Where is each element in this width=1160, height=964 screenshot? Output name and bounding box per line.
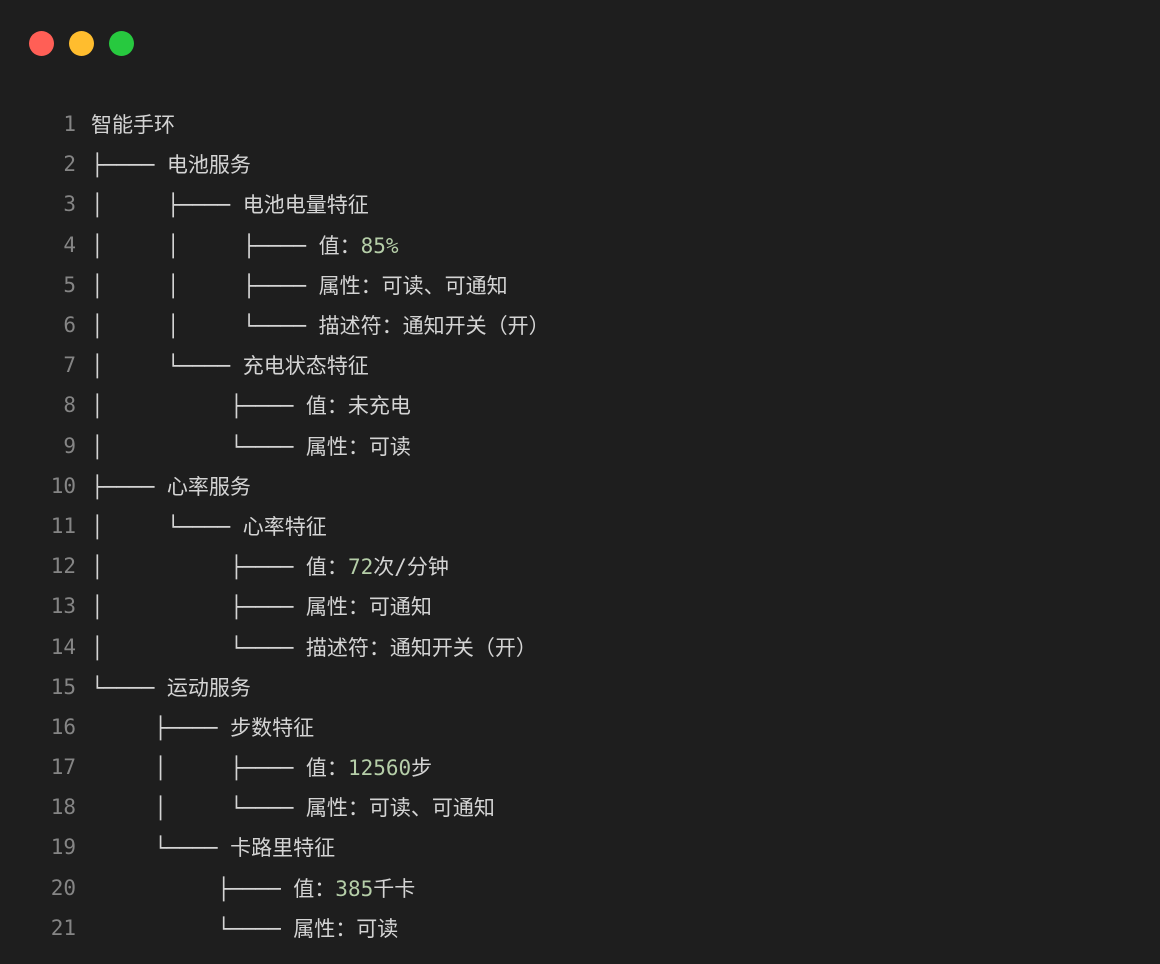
code-line: 13 │ ├──── 属性：可通知 bbox=[0, 586, 1160, 626]
line-text: │ ├──── 电池电量特征 bbox=[91, 193, 369, 218]
line-number: 20 bbox=[50, 875, 76, 900]
line-number: 12 bbox=[50, 554, 76, 579]
line-number: 8 bbox=[63, 393, 76, 418]
line-number: 9 bbox=[63, 433, 76, 458]
line-suffix: 步 bbox=[411, 756, 433, 781]
line-suffix: 次/分钟 bbox=[373, 555, 449, 580]
code-line: 16 ├──── 步数特征 bbox=[0, 707, 1160, 747]
code-line: 12│ ├──── 值：72次/分钟 bbox=[0, 546, 1160, 586]
line-text: └──── 属性：可读 bbox=[91, 916, 399, 941]
line-text: │ ├──── 值：未充电 bbox=[91, 394, 411, 419]
line-content: 智能手环 bbox=[76, 109, 175, 139]
line-text: ├──── 心率服务 bbox=[91, 474, 251, 499]
line-content: │ └──── 描述符：通知开关（开） bbox=[76, 632, 537, 662]
line-number: 1 bbox=[63, 112, 76, 137]
line-text: │ └──── 属性：可读、可通知 bbox=[91, 796, 495, 821]
code-line: 7 │ └──── 充电状态特征 bbox=[0, 345, 1160, 385]
line-text: ├──── 电池服务 bbox=[91, 153, 251, 178]
line-text: │ ├──── 值： bbox=[91, 756, 348, 781]
line-text: │ └──── 心率特征 bbox=[91, 514, 327, 539]
code-line: 14 │ └──── 描述符：通知开关（开） bbox=[0, 626, 1160, 666]
code-line: 8 │ ├──── 值：未充电 bbox=[0, 385, 1160, 425]
line-content: │ └──── 属性：可读、可通知 bbox=[76, 792, 495, 822]
code-line: 10 ├──── 心率服务 bbox=[0, 466, 1160, 506]
line-content: └──── 属性：可读 bbox=[76, 913, 398, 943]
line-number: 6 bbox=[63, 313, 76, 338]
code-line: 9 │ └──── 属性：可读 bbox=[0, 426, 1160, 466]
line-number: 17 bbox=[50, 755, 76, 780]
line-number: 5 bbox=[63, 272, 76, 297]
window-controls bbox=[29, 31, 134, 56]
line-content: ├──── 心率服务 bbox=[76, 471, 251, 501]
line-text: │ │ ├──── 属性：可读、可通知 bbox=[91, 273, 508, 298]
line-content: └──── 运动服务 bbox=[76, 672, 251, 702]
code-line: 21 └──── 属性：可读 bbox=[0, 908, 1160, 948]
line-content: ├──── 电池服务 bbox=[76, 149, 251, 179]
line-number: 11 bbox=[50, 513, 76, 538]
line-number: 15 bbox=[50, 674, 76, 699]
code-line: 15 └──── 运动服务 bbox=[0, 667, 1160, 707]
line-number: 13 bbox=[50, 594, 76, 619]
line-number: 16 bbox=[50, 714, 76, 739]
line-content: │ ├──── 值：未充电 bbox=[76, 390, 411, 420]
line-text: │ └──── 描述符：通知开关（开） bbox=[91, 635, 537, 660]
line-content: │ │ ├──── 属性：可读、可通知 bbox=[76, 270, 508, 300]
close-button[interactable] bbox=[29, 31, 54, 56]
line-number: 2 bbox=[63, 152, 76, 177]
numeric-literal: 385 bbox=[335, 876, 374, 901]
line-content: │ ├──── 值：12560步 bbox=[76, 752, 432, 782]
line-content: │ └──── 心率特征 bbox=[76, 511, 327, 541]
line-number: 18 bbox=[50, 795, 76, 820]
line-suffix: 千卡 bbox=[373, 876, 416, 901]
numeric-literal: 72 bbox=[347, 555, 374, 580]
code-line: 5 │ │ ├──── 属性：可读、可通知 bbox=[0, 265, 1160, 305]
line-content: └──── 卡路里特征 bbox=[76, 832, 335, 862]
maximize-button[interactable] bbox=[109, 31, 134, 56]
line-text: 智能手环 bbox=[91, 113, 175, 138]
code-line: 1 智能手环 bbox=[0, 104, 1160, 144]
code-line: 2 ├──── 电池服务 bbox=[0, 144, 1160, 184]
line-content: │ ├──── 值：72次/分钟 bbox=[76, 551, 449, 581]
line-text: │ │ └──── 描述符：通知开关（开） bbox=[91, 314, 550, 339]
minimize-button[interactable] bbox=[69, 31, 94, 56]
line-number: 21 bbox=[50, 915, 76, 940]
line-number: 3 bbox=[63, 192, 76, 217]
line-number: 7 bbox=[63, 353, 76, 378]
numeric-literal: 12560 bbox=[347, 756, 412, 781]
line-number: 19 bbox=[50, 835, 76, 860]
line-number: 10 bbox=[50, 473, 76, 498]
line-content: │ │ ├──── 值：85% bbox=[76, 230, 399, 260]
line-text: └──── 卡路里特征 bbox=[91, 836, 336, 861]
line-text: │ │ ├──── 值： bbox=[91, 233, 361, 258]
line-text: ├──── 值： bbox=[91, 876, 336, 901]
line-content: │ └──── 充电状态特征 bbox=[76, 350, 369, 380]
code-line: 11 │ └──── 心率特征 bbox=[0, 506, 1160, 546]
line-number: 4 bbox=[63, 232, 76, 257]
line-content: │ │ └──── 描述符：通知开关（开） bbox=[76, 310, 550, 340]
line-content: │ ├──── 属性：可通知 bbox=[76, 591, 432, 621]
line-text: └──── 运动服务 bbox=[91, 675, 251, 700]
line-text: │ ├──── 值： bbox=[91, 555, 348, 580]
line-content: ├──── 步数特征 bbox=[76, 712, 314, 742]
code-line: 17 │ ├──── 值：12560步 bbox=[0, 747, 1160, 787]
line-content: │ └──── 属性：可读 bbox=[76, 431, 411, 461]
line-content: │ ├──── 电池电量特征 bbox=[76, 189, 369, 219]
code-line: 19 └──── 卡路里特征 bbox=[0, 827, 1160, 867]
code-line: 6 │ │ └──── 描述符：通知开关（开） bbox=[0, 305, 1160, 345]
line-text: │ └──── 充电状态特征 bbox=[91, 354, 369, 379]
code-line: 20 ├──── 值：385千卡 bbox=[0, 868, 1160, 908]
line-text: │ ├──── 属性：可通知 bbox=[91, 595, 432, 620]
line-content: ├──── 值：385千卡 bbox=[76, 873, 415, 903]
line-text: │ └──── 属性：可读 bbox=[91, 434, 411, 459]
code-line: 3 │ ├──── 电池电量特征 bbox=[0, 184, 1160, 224]
code-line: 4│ │ ├──── 值：85% bbox=[0, 225, 1160, 265]
line-text: ├──── 步数特征 bbox=[91, 715, 315, 740]
code-line: 18 │ └──── 属性：可读、可通知 bbox=[0, 787, 1160, 827]
numeric-literal: 85% bbox=[360, 233, 399, 258]
line-number: 14 bbox=[50, 634, 76, 659]
